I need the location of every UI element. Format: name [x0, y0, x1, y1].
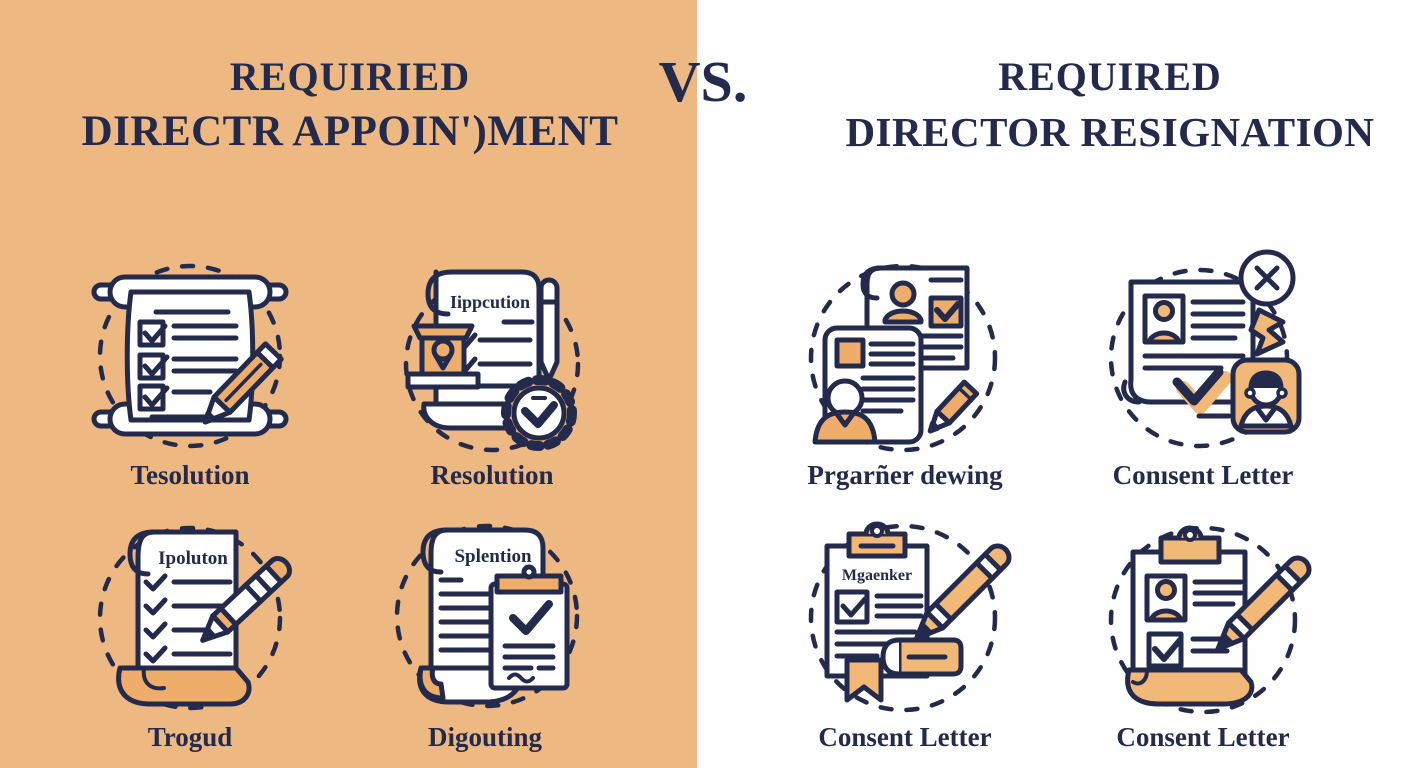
document-title-text: Splention — [454, 546, 532, 567]
item-label: Resolution — [430, 460, 554, 490]
appointment-panel — [0, 0, 697, 768]
left-title-line2: DIRECTR APPOIN')MENT — [81, 108, 619, 155]
item-rejection-letter: Conısent Letter — [1093, 249, 1313, 490]
rejection-document-badge-icon — [1108, 249, 1302, 449]
item-tesolution: Tesolution — [80, 256, 300, 490]
item-consent-letter-ribbon: Mgaenker — [795, 518, 1015, 752]
document-title-text: Mgaenker — [842, 567, 912, 584]
item-resolution: Iippcution Resolution — [382, 256, 602, 490]
consent-clipboard-photo-pen-icon — [1108, 525, 1312, 715]
item-consent-letter-photo: Consent Letter — [1093, 518, 1313, 752]
scroll-checklist-pencil-icon — [91, 263, 289, 449]
document-pen-icon: Ipoluton — [97, 525, 293, 711]
document-title-text: Ipoluton — [158, 548, 228, 569]
profile-documents-person-icon — [808, 263, 998, 453]
item-trogud: Ipoluton Trogud — [80, 518, 300, 752]
right-title-line2: DIRECTOR RESIGNATION — [845, 109, 1375, 155]
resolution-seal-document-icon: Iippcution — [403, 269, 581, 453]
item-label: Digouting — [427, 722, 543, 752]
left-title-line1: REQUIRIED — [229, 54, 471, 99]
left-title: REQUIRIED DIRECTR APPOIN')MENT — [30, 50, 670, 160]
item-label: Tesolution — [130, 460, 250, 490]
right-title-line1: REQUIRED — [998, 54, 1222, 99]
right-title: REQUIRED DIRECTOR RESIGNATION — [830, 50, 1390, 160]
item-label: Trogud — [147, 722, 233, 752]
item-label: Prgarñer dewing — [807, 460, 1003, 490]
consent-clipboard-ribbon-pen-icon: Mgaenker — [808, 521, 1012, 713]
item-digouting: Splention Digouting — [375, 518, 595, 752]
item-profile-review: Prgarñer dewing — [795, 256, 1015, 490]
vs-label: VS. — [658, 49, 748, 114]
item-label: Conısent Letter — [1112, 460, 1294, 490]
document-title-text: Iippcution — [450, 292, 530, 312]
item-label: Consent Letter — [818, 722, 992, 752]
item-label: Consent Letter — [1116, 722, 1290, 752]
document-clipboard-check-icon: Splention — [394, 523, 580, 709]
